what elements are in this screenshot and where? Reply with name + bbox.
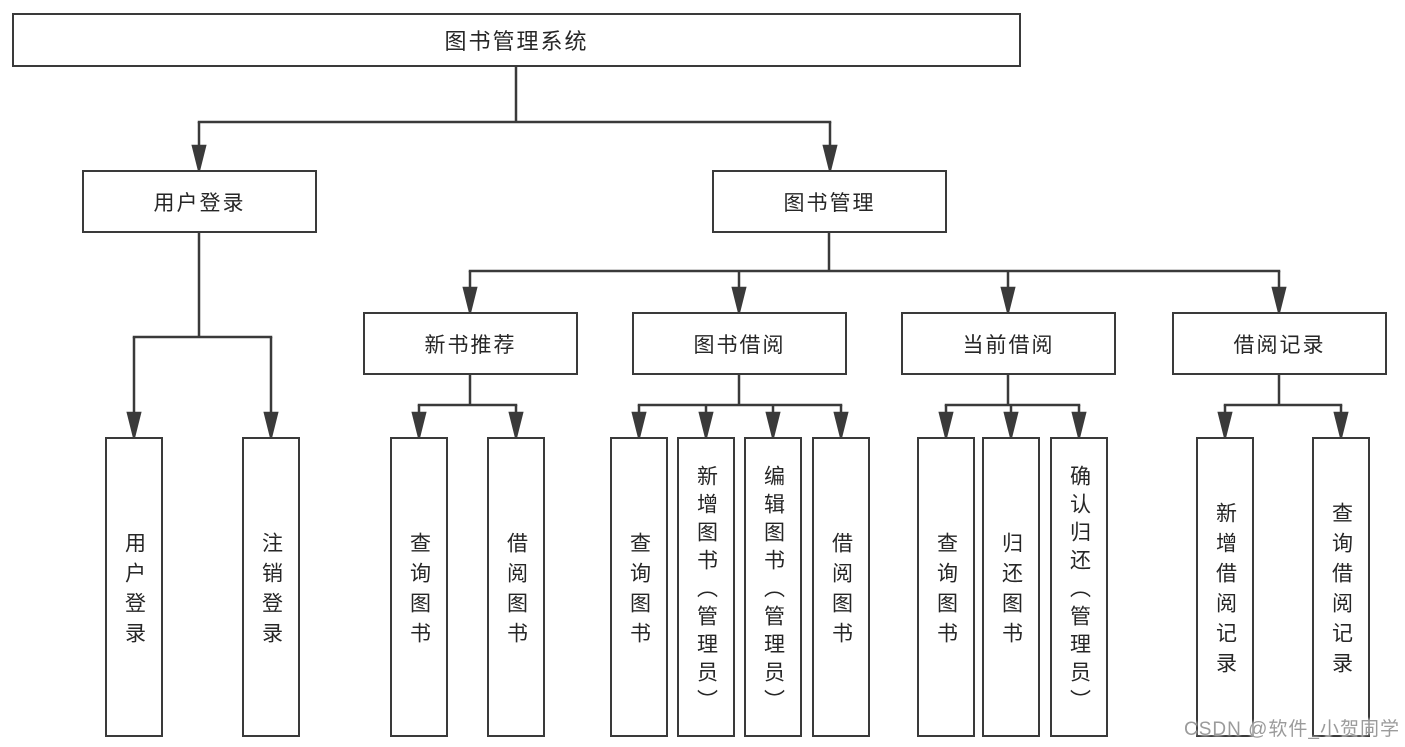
leaf-label: 查询借阅记录: [1329, 501, 1353, 682]
leaf-label: 用户登录: [122, 531, 146, 652]
arrowhead-leaf-logout: [263, 411, 279, 438]
arrowhead-bb-edit-books: [765, 411, 781, 438]
node-leaf-bb-borrow-books: 借阅图书: [812, 437, 870, 737]
node-leaf-cb-return-books: 归还图书: [982, 437, 1040, 737]
arrowhead-nbr-borrow-books: [508, 411, 524, 438]
node-leaf-bb-add-books: 新增图书（管理员）: [677, 437, 735, 737]
node-leaf-nbr-borrow-books: 借阅图书: [487, 437, 545, 737]
leaf-label: 确认归还（管理员）: [1067, 464, 1091, 717]
connector-current-borrowing-children: [938, 375, 1087, 438]
node-leaf-cb-query-books: 查询图书: [917, 437, 975, 737]
arrowhead-user-login: [191, 144, 207, 171]
connector-new-book-recommend-children: [411, 375, 524, 438]
node-leaf-user-login: 用户登录: [105, 437, 163, 737]
connector-book-borrowing-children: [631, 375, 849, 438]
node-leaf-cb-confirm-return: 确认归还（管理员）: [1050, 437, 1108, 737]
node-leaf-nbr-query-books: 查询图书: [390, 437, 448, 737]
arrowhead-current-borrowing: [1000, 286, 1016, 313]
leaf-label: 查询图书: [407, 531, 431, 652]
arrowhead-new-book-recommend: [462, 286, 478, 313]
csdn-watermark: CSDN @软件_小贺同学: [1184, 719, 1400, 740]
leaf-label: 借阅图书: [829, 531, 853, 652]
arrowhead-bb-query-books: [631, 411, 647, 438]
node-current-borrowing: 当前借阅: [901, 312, 1116, 375]
node-leaf-bb-edit-books: 编辑图书（管理员）: [744, 437, 802, 737]
connector-borrowing-records-children: [1217, 375, 1349, 438]
leaf-label: 注销登录: [259, 531, 283, 652]
arrowhead-leaf-user-login: [126, 411, 142, 438]
node-new-book-recommend: 新书推荐: [363, 312, 578, 375]
arrowhead-bb-borrow-books: [833, 411, 849, 438]
arrowhead-book-borrowing: [731, 286, 747, 313]
node-leaf-logout: 注销登录: [242, 437, 300, 737]
node-user-login: 用户登录: [82, 170, 317, 233]
leaf-label: 借阅图书: [504, 531, 528, 652]
arrowhead-nbr-query-books: [411, 411, 427, 438]
leaf-label: 查询图书: [627, 531, 651, 652]
arrowhead-book-management: [822, 144, 838, 171]
connector-user-login-children: [126, 233, 279, 438]
leaf-label: 新增图书（管理员）: [694, 464, 718, 717]
connector-root-children: [191, 67, 838, 171]
node-leaf-br-add-record: 新增借阅记录: [1196, 437, 1254, 737]
arrowhead-br-query-record: [1333, 411, 1349, 438]
arrowhead-borrowing-records: [1271, 286, 1287, 313]
connector-book-management-children: [462, 233, 1287, 313]
node-book-borrowing: 图书借阅: [632, 312, 847, 375]
node-borrowing-records: 借阅记录: [1172, 312, 1387, 375]
arrowhead-cb-return-books: [1003, 411, 1019, 438]
arrowhead-cb-query-books: [938, 411, 954, 438]
arrowhead-br-add-record: [1217, 411, 1233, 438]
leaf-label: 编辑图书（管理员）: [761, 464, 785, 717]
leaf-label: 新增借阅记录: [1213, 501, 1237, 682]
node-root: 图书管理系统: [12, 13, 1021, 67]
node-leaf-br-query-record: 查询借阅记录: [1312, 437, 1370, 737]
node-leaf-bb-query-books: 查询图书: [610, 437, 668, 737]
arrowhead-bb-add-books: [698, 411, 714, 438]
node-book-management: 图书管理: [712, 170, 947, 233]
arrowhead-cb-confirm-return: [1071, 411, 1087, 438]
leaf-label: 查询图书: [934, 531, 958, 652]
leaf-label: 归还图书: [999, 531, 1023, 652]
